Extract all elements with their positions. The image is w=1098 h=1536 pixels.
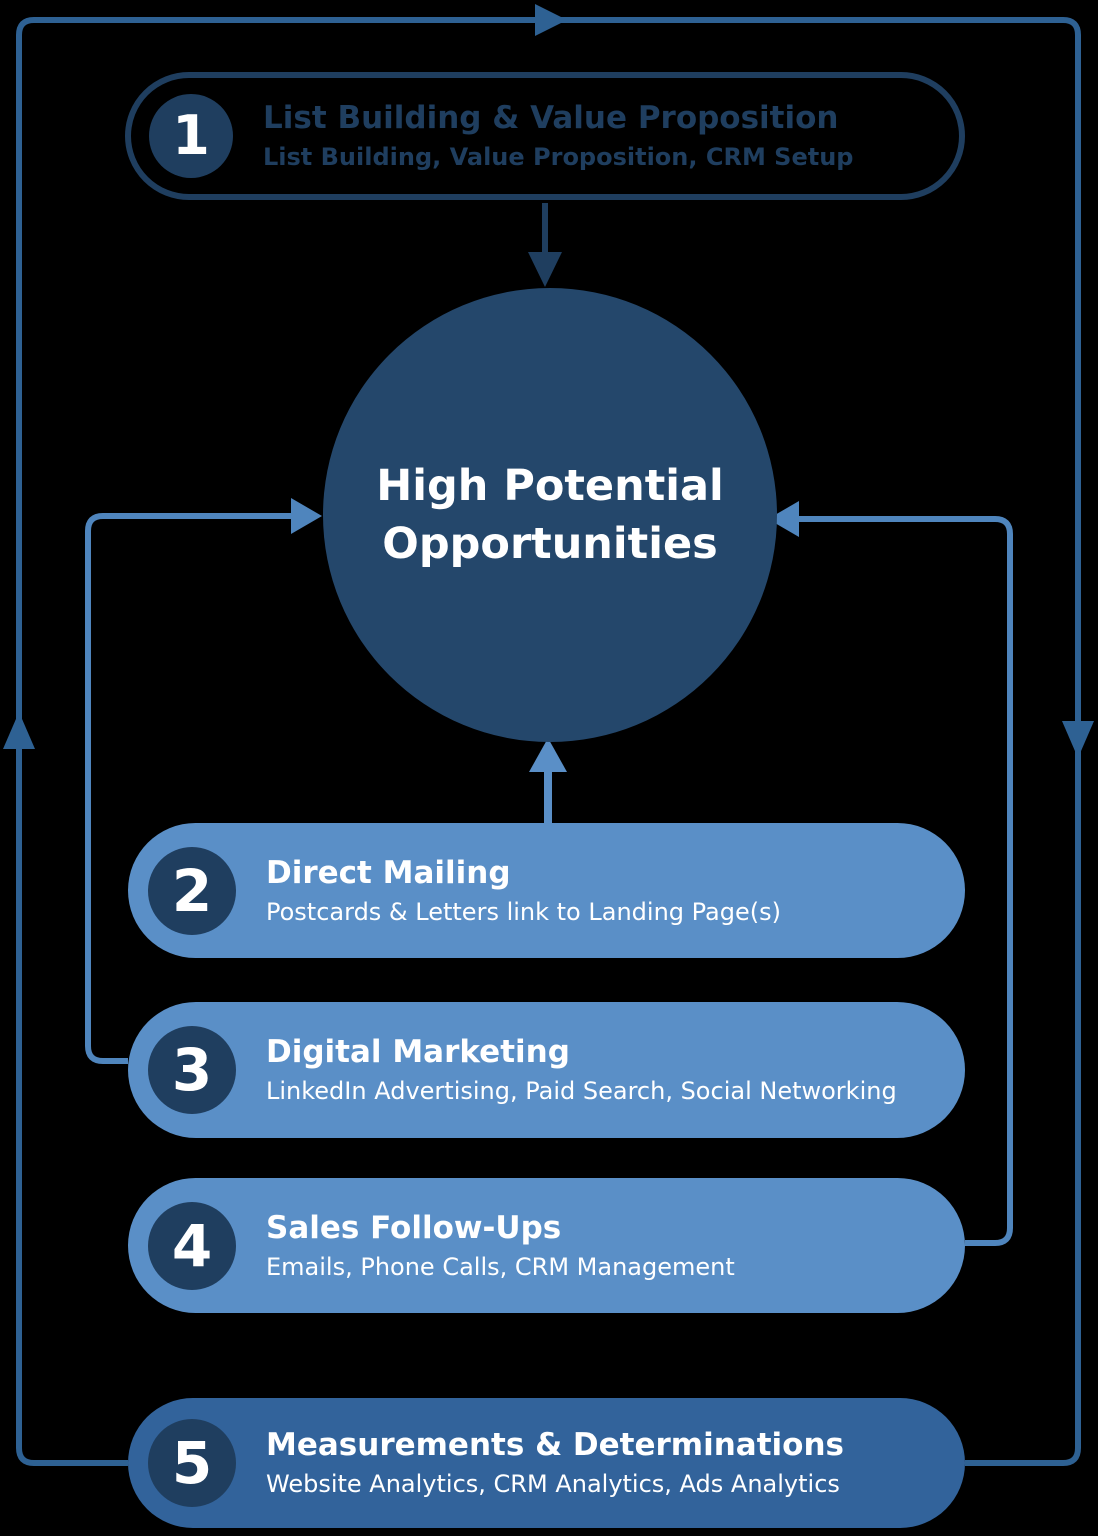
step3-to-hub-arrow-icon xyxy=(291,498,322,534)
step2-to-hub-arrow-icon xyxy=(529,738,567,772)
step5-number-badge: 5 xyxy=(148,1419,236,1507)
step4-to-hub-line xyxy=(796,516,1013,1246)
step4-number-badge: 4 xyxy=(148,1201,236,1290)
step2-number-badge: 2 xyxy=(148,846,236,935)
step3-number-badge: 3 xyxy=(148,1026,236,1114)
hub-circle: High Potential Opportunities xyxy=(323,288,777,742)
step4-to-hub-arrow-icon xyxy=(768,501,799,537)
step5-pill: 5 Measurements & Determinations Website … xyxy=(128,1398,965,1528)
outer-loop-right-arrow-icon xyxy=(535,4,567,36)
step4-pill: 4 Sales Follow-Ups Emails, Phone Calls, … xyxy=(128,1178,965,1313)
step1-pill: 1 List Building & Value Proposition List… xyxy=(125,72,965,200)
step4-title: Sales Follow-Ups xyxy=(266,1209,562,1246)
step3-pill: 3 Digital Marketing LinkedIn Advertising… xyxy=(128,1002,965,1138)
hub-title-line2: Opportunities xyxy=(382,519,718,569)
step5-title: Measurements & Determinations xyxy=(266,1427,844,1464)
step2-title: Direct Mailing xyxy=(266,854,511,891)
step1-to-hub-arrow-icon xyxy=(528,252,562,287)
step1-number-badge: 1 xyxy=(149,94,233,178)
step5-subtitle: Website Analytics, CRM Analytics, Ads An… xyxy=(266,1470,840,1499)
step2-pill: 2 Direct Mailing Postcards & Letters lin… xyxy=(128,823,965,958)
step2-subtitle: Postcards & Letters link to Landing Page… xyxy=(266,897,781,926)
step4-subtitle: Emails, Phone Calls, CRM Management xyxy=(266,1252,735,1281)
step3-subtitle: LinkedIn Advertising, Paid Search, Socia… xyxy=(266,1077,897,1106)
step3-title: Digital Marketing xyxy=(266,1034,570,1071)
hub-title-line1: High Potential xyxy=(376,460,724,511)
outer-loop-up-arrow-icon xyxy=(3,712,35,749)
step1-subtitle: List Building, Value Proposition, CRM Se… xyxy=(263,143,854,172)
outer-loop-down-arrow-icon xyxy=(1062,721,1094,758)
step1-title: List Building & Value Proposition xyxy=(263,100,839,137)
step3-to-hub-line xyxy=(85,513,294,1064)
